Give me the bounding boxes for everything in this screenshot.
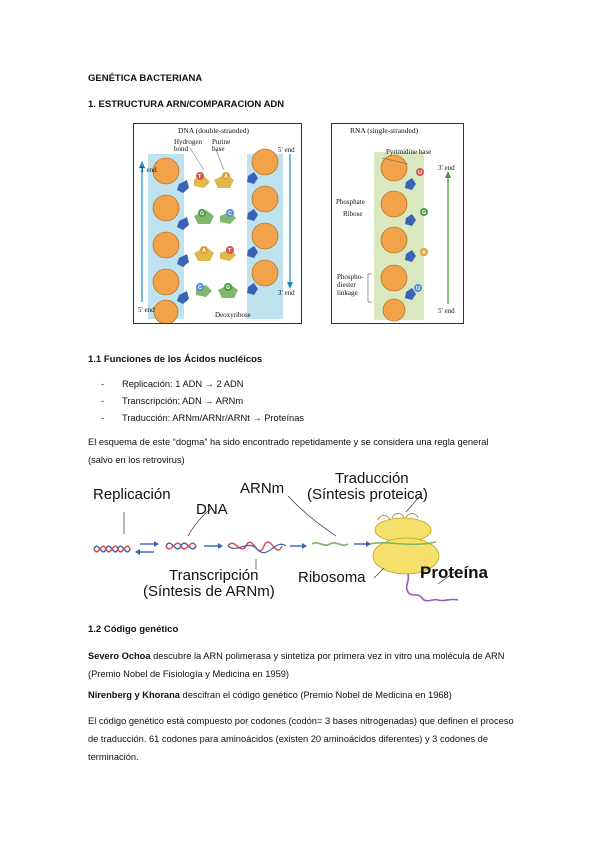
dna-3-end-left: 3' end (140, 166, 157, 174)
nirenberg-text: descifran el código genético (Premio Nob… (179, 690, 452, 700)
dna-base-4: C (228, 211, 232, 217)
transcripcion-label: Transcripción (169, 567, 259, 584)
nirenberg-name: Nirenberg y Khorana (88, 690, 180, 700)
dna-base-1: T (198, 174, 202, 180)
ochoa-name: Severo Ochoa (88, 651, 151, 661)
ochoa-paragraph: Severo Ochoa descubre la ARN polimerasa … (88, 647, 516, 683)
dna-base-6: T (228, 248, 232, 254)
ochoa-text: descubre la ARN polimerasa y sintetiza p… (88, 651, 505, 679)
rna-base-1: U (418, 170, 422, 176)
dna-base-3: G (200, 211, 204, 217)
dna-right-sugars (251, 148, 279, 287)
dna-5-end-right: 5' end (278, 146, 295, 154)
central-dogma-figure (88, 474, 513, 609)
central-dogma-diagram (93, 495, 459, 602)
dna-5-end-left: 5' end (138, 306, 155, 314)
list-bullet: - (101, 396, 105, 406)
list-bullet: - (101, 379, 105, 389)
dna-3-end-right: 3' end (278, 289, 295, 297)
rna-base-2: G (422, 210, 426, 216)
list-item-replicacion: Replicación: 1 ADN → 2 ADN (122, 379, 244, 389)
protein-chain (405, 573, 459, 602)
codigo-paragraph: El código genético está compuesto por co… (88, 716, 514, 762)
rna-figure-title: RNA (single-stranded) (350, 126, 419, 135)
dna-base-8: G (226, 285, 230, 291)
rna-phosphate-label: Phosphate (336, 198, 365, 206)
rna-figure: U G A U (331, 123, 464, 324)
ribosome-large (372, 537, 440, 575)
section-1-2-heading: 1.2 Código genético (88, 624, 179, 635)
proteina-label: Proteína (420, 563, 489, 582)
list-item-transcripcion: Transcripción: ADN → ARNm (122, 396, 244, 406)
dna-phosphates (177, 172, 258, 304)
rna-3-end: 3' end (438, 164, 455, 172)
list-item-traduccion: Traducción: ARNm/ARNr/ARNt → Proteínas (122, 413, 305, 423)
rna-phosphates (405, 178, 416, 300)
sintesis-proteica-label: (Síntesis proteica) (307, 486, 428, 503)
dna-base-letters: T A G C A T C G (196, 172, 234, 291)
nirenberg-paragraph: Nirenberg y Khorana descifran el código … (88, 686, 516, 704)
document-title: GENÉTICA BACTERIANA (88, 73, 203, 84)
dna-label: DNA (196, 501, 228, 518)
dna-purine-base-label: Purine base (212, 138, 231, 153)
rna-diagram: U G A U (367, 152, 451, 322)
double-arrow (140, 543, 154, 553)
list-bullet: - (101, 413, 105, 423)
rna-ribose-label: Ribose (343, 210, 363, 218)
sintesis-arnm-label: (Síntesis de ARNm) (143, 583, 275, 600)
rna-5-end: 5' end (438, 307, 455, 315)
traduccion-label: Traducción (335, 470, 409, 487)
dna-deoxyribose-label: Deoxyribose (215, 311, 251, 319)
dna-base-5: A (202, 248, 206, 254)
dogma-paragraph: El esquema de este “dogma” ha sido encon… (88, 437, 489, 465)
rna-pyrimidine-base-label: Pyrimidine base (386, 148, 432, 156)
rna-base-3: A (422, 250, 426, 256)
rna-base-letters: U G A U (414, 168, 428, 292)
arnm-label: ARNm (240, 480, 285, 497)
section-1-1-heading: 1.1 Funciones de los Ácidos nucléicos (88, 354, 263, 365)
rna-sugars (380, 154, 408, 322)
dna-figure-title: DNA (double-stranded) (178, 126, 250, 135)
rna-base-4: U (416, 286, 420, 292)
dna-hydrogen-bond-label: Hydrogen bond (174, 138, 202, 153)
dna-figure: T A G C A T C G (133, 123, 302, 325)
rna-phosphodiester-label: Phospho- diester linkage (337, 273, 364, 297)
ribosoma-label: Ribosoma (298, 569, 366, 586)
section-1-heading: 1. ESTRUCTURA ARN/COMPARACION ADN (88, 99, 285, 110)
dna-base-2: A (224, 174, 228, 180)
replicacion-label: Replicación (93, 486, 171, 503)
dna-diagram: T A G C A T C G (139, 147, 293, 325)
dna-base-7: C (198, 285, 202, 291)
dna-left-sugars (152, 157, 180, 325)
dna-base-pairs (194, 174, 238, 298)
